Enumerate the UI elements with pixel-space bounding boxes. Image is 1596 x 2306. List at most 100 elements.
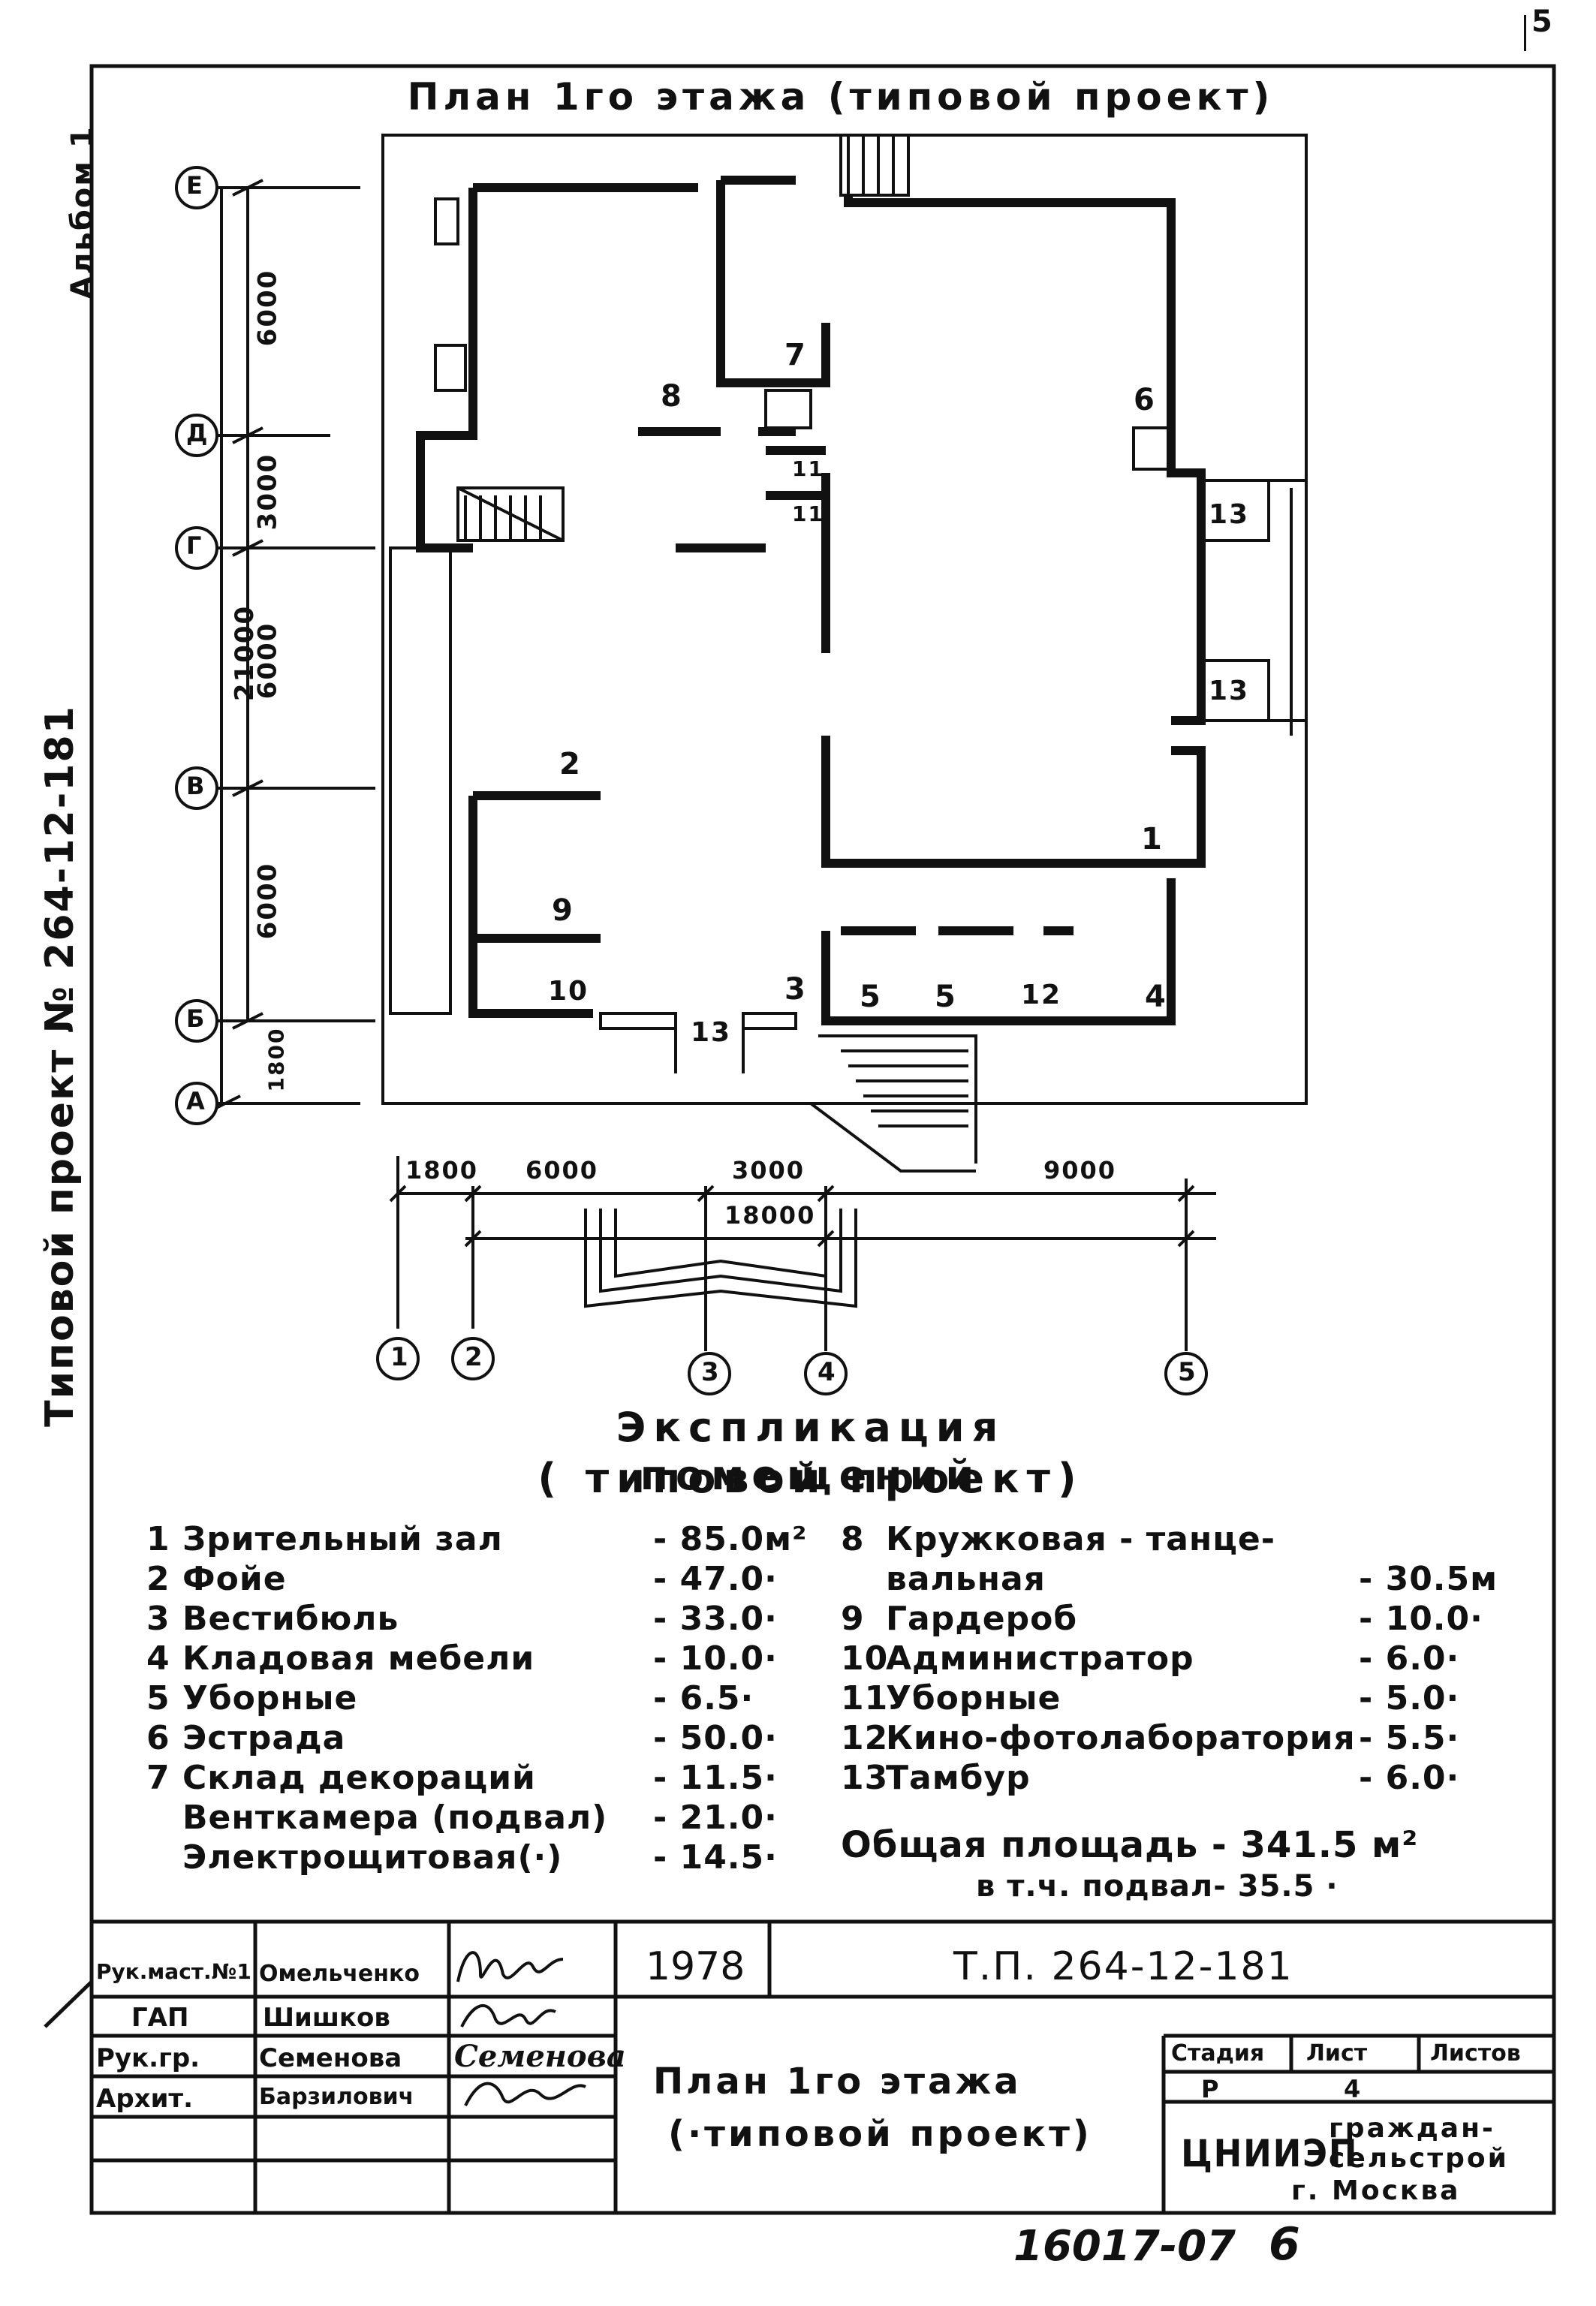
room-label-5b: 5 — [935, 980, 957, 1014]
axis-label-4: 4 — [818, 1357, 837, 1387]
dim-h-3: 3000 — [732, 1156, 806, 1185]
explic-area-r4: - 6.0· — [1359, 1639, 1460, 1678]
room-label-9: 9 — [552, 893, 574, 928]
dim-h-2: 6000 — [525, 1156, 599, 1185]
explic-row-r2: вальная — [886, 1560, 1046, 1598]
tb-role-3: Рук.гр. — [96, 2043, 200, 2073]
tb-org-name-2: сельстрой — [1329, 2143, 1509, 2174]
explic-area-r5: - 5.0· — [1359, 1679, 1460, 1717]
tb-role-1: Рук.маст.№1 — [96, 1959, 251, 1984]
dim-v-1: 6000 — [252, 269, 283, 347]
explic-area-3: - 33.0· — [653, 1600, 778, 1638]
dim-h-4: 9000 — [1043, 1156, 1117, 1185]
room-label-13b: 13 — [1209, 499, 1250, 530]
tb-stage-value: Р — [1201, 2075, 1219, 2103]
explication-subtitle: ( типовой проект) — [538, 1455, 1084, 1502]
axis-label-B: Б — [186, 1004, 206, 1033]
room-label-7: 7 — [784, 338, 807, 372]
explic-area-2: - 47.0· — [653, 1560, 778, 1598]
room-label-13c: 13 — [1209, 676, 1250, 706]
tb-name-2: Шишков — [263, 2003, 390, 2033]
margin-tick — [1524, 15, 1526, 51]
axis-label-2: 2 — [465, 1342, 484, 1372]
explic-area-r7: - 6.0· — [1359, 1759, 1460, 1797]
room-label-2: 2 — [559, 747, 582, 781]
explic-area-7: - 11.5· — [653, 1759, 778, 1797]
axis-label-3: 3 — [701, 1357, 721, 1387]
explic-area-9: - 14.5· — [653, 1838, 778, 1877]
explic-row-r7: 13Тамбур — [841, 1759, 1031, 1797]
tb-role-2: ГАП — [131, 2003, 189, 2033]
dim-v-5: 1800 — [263, 1027, 289, 1092]
axis-label-5: 5 — [1178, 1357, 1197, 1387]
room-label-10: 10 — [548, 976, 589, 1007]
room-label-1: 1 — [1141, 822, 1164, 856]
axis-label-D: Д — [186, 419, 209, 447]
explic-row-r5: 11Уборные — [841, 1679, 1061, 1717]
axis-label-V: В — [186, 772, 206, 800]
tb-org-name-1: граждан- — [1329, 2113, 1495, 2144]
axis-label-E: Е — [186, 171, 204, 200]
explic-area-5: - 6.5· — [653, 1679, 754, 1717]
dimension-lines-left — [209, 179, 375, 1112]
tb-sheet-title-1: План 1го этажа — [653, 2061, 1022, 2103]
sheet-frame — [89, 64, 1556, 2215]
explic-area-4: - 10.0· — [653, 1639, 778, 1678]
dim-h-total: 18000 — [724, 1201, 816, 1230]
room-label-6: 6 — [1134, 383, 1156, 417]
room-label-11a: 11 — [792, 456, 824, 481]
dim-v-total: 21000 — [230, 604, 260, 702]
signatures — [456, 1951, 586, 2106]
tb-name-3: Семенова — [259, 2043, 402, 2073]
room-label-4: 4 — [1145, 980, 1167, 1014]
title-block-lines — [44, 1919, 1554, 2213]
tb-sheet-value: 4 — [1344, 2075, 1361, 2103]
explic-row-8: Венткамера (подвал) — [182, 1799, 608, 1837]
tb-org-city: г. Москва — [1291, 2175, 1461, 2206]
axis-bubbles-cols — [376, 1337, 1208, 1395]
room-label-13a: 13 — [691, 1017, 732, 1048]
tb-name-4: Барзилович — [259, 2084, 414, 2110]
explic-area-r3: - 10.0· — [1359, 1600, 1483, 1638]
axis-label-A: А — [186, 1087, 206, 1115]
dim-h-1: 1800 — [405, 1156, 479, 1185]
tb-stage-label: Стадия — [1171, 2040, 1265, 2067]
axis-label-1: 1 — [390, 1342, 410, 1372]
plan-title: План 1го этажа (типовой проект) — [407, 75, 1275, 119]
explic-area-1: - 85.0м² — [653, 1520, 808, 1558]
tb-sheet-title-2: (·типовой проект) — [668, 2113, 1092, 2155]
tb-org-logo: ЦНИИЭП — [1181, 2132, 1359, 2175]
explic-row-r4: 10Администратор — [841, 1639, 1194, 1678]
tb-doc-code: Т.П. 264-12-181 — [953, 1944, 1293, 1989]
explic-area-r2: - 30.5м — [1359, 1560, 1498, 1598]
room-label-11b: 11 — [792, 501, 824, 526]
tb-name-1: Омельченко — [259, 1961, 420, 1987]
footer-page: 6 — [1269, 2218, 1300, 2271]
tb-year: 1978 — [646, 1944, 745, 1989]
explic-area-6: - 50.0· — [653, 1719, 778, 1757]
explic-total: Общая площадь - 341.5 м² — [841, 1824, 1419, 1866]
room-label-3: 3 — [784, 972, 807, 1007]
page-number: 5 — [1531, 5, 1554, 39]
axis-bubbles-rows — [175, 166, 218, 1125]
explic-row-9: Электрощитовая(·) — [182, 1838, 563, 1877]
dim-v-4: 6000 — [252, 862, 283, 940]
tb-sheets-label: Листов — [1430, 2040, 1521, 2067]
tb-signature-3: Семенова — [454, 2039, 626, 2074]
room-label-5a: 5 — [860, 980, 882, 1014]
room-label-12: 12 — [1021, 980, 1062, 1010]
building-walls — [416, 176, 1206, 1025]
explic-total-sub: в т.ч. подвал- 35.5 · — [976, 1869, 1339, 1904]
axis-label-G: Г — [186, 531, 203, 560]
tb-role-4: Архит. — [96, 2084, 194, 2114]
explication-title: Экспликация помещений — [616, 1404, 1006, 1499]
